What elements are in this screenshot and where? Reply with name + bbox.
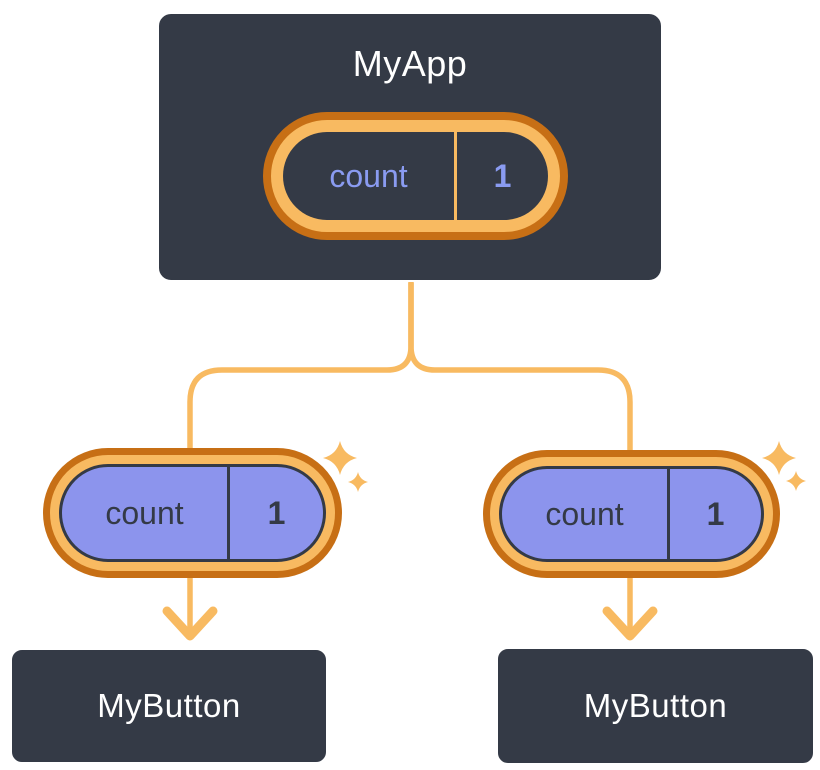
- state-name: count: [329, 157, 408, 194]
- arrow-down-icon: [602, 606, 658, 641]
- sparkle-icon: [348, 472, 368, 492]
- prop-pill-body: count 1: [59, 464, 326, 562]
- component-node-mybutton-right: MyButton: [496, 647, 815, 765]
- prop-value: 1: [706, 495, 725, 532]
- prop-pill-left: count 1: [43, 448, 342, 578]
- prop-value: 1: [267, 494, 286, 531]
- state-pill-body: count 1: [283, 132, 548, 220]
- prop-pill-body: count 1: [499, 466, 764, 562]
- pill-divider: [667, 469, 670, 559]
- sparkle-icon: [786, 471, 806, 491]
- component-title-mybutton: MyButton: [97, 687, 241, 724]
- prop-pill-right: count 1: [483, 450, 780, 578]
- pill-divider: [227, 467, 230, 559]
- pill-divider: [454, 132, 457, 220]
- edge-root-to-right-child: [408, 280, 633, 637]
- sparkle-icon: [762, 441, 796, 475]
- prop-name: count: [545, 495, 624, 532]
- component-node-mybutton-left: MyButton: [10, 648, 328, 764]
- component-title-mybutton: MyButton: [583, 687, 728, 724]
- state-pill-myapp: count 1: [263, 112, 568, 240]
- state-value: 1: [493, 157, 512, 194]
- sparkle-icon: [323, 441, 357, 475]
- prop-name: count: [105, 494, 184, 531]
- arrow-down-icon: [162, 606, 218, 641]
- component-title-myapp: MyApp: [352, 43, 468, 84]
